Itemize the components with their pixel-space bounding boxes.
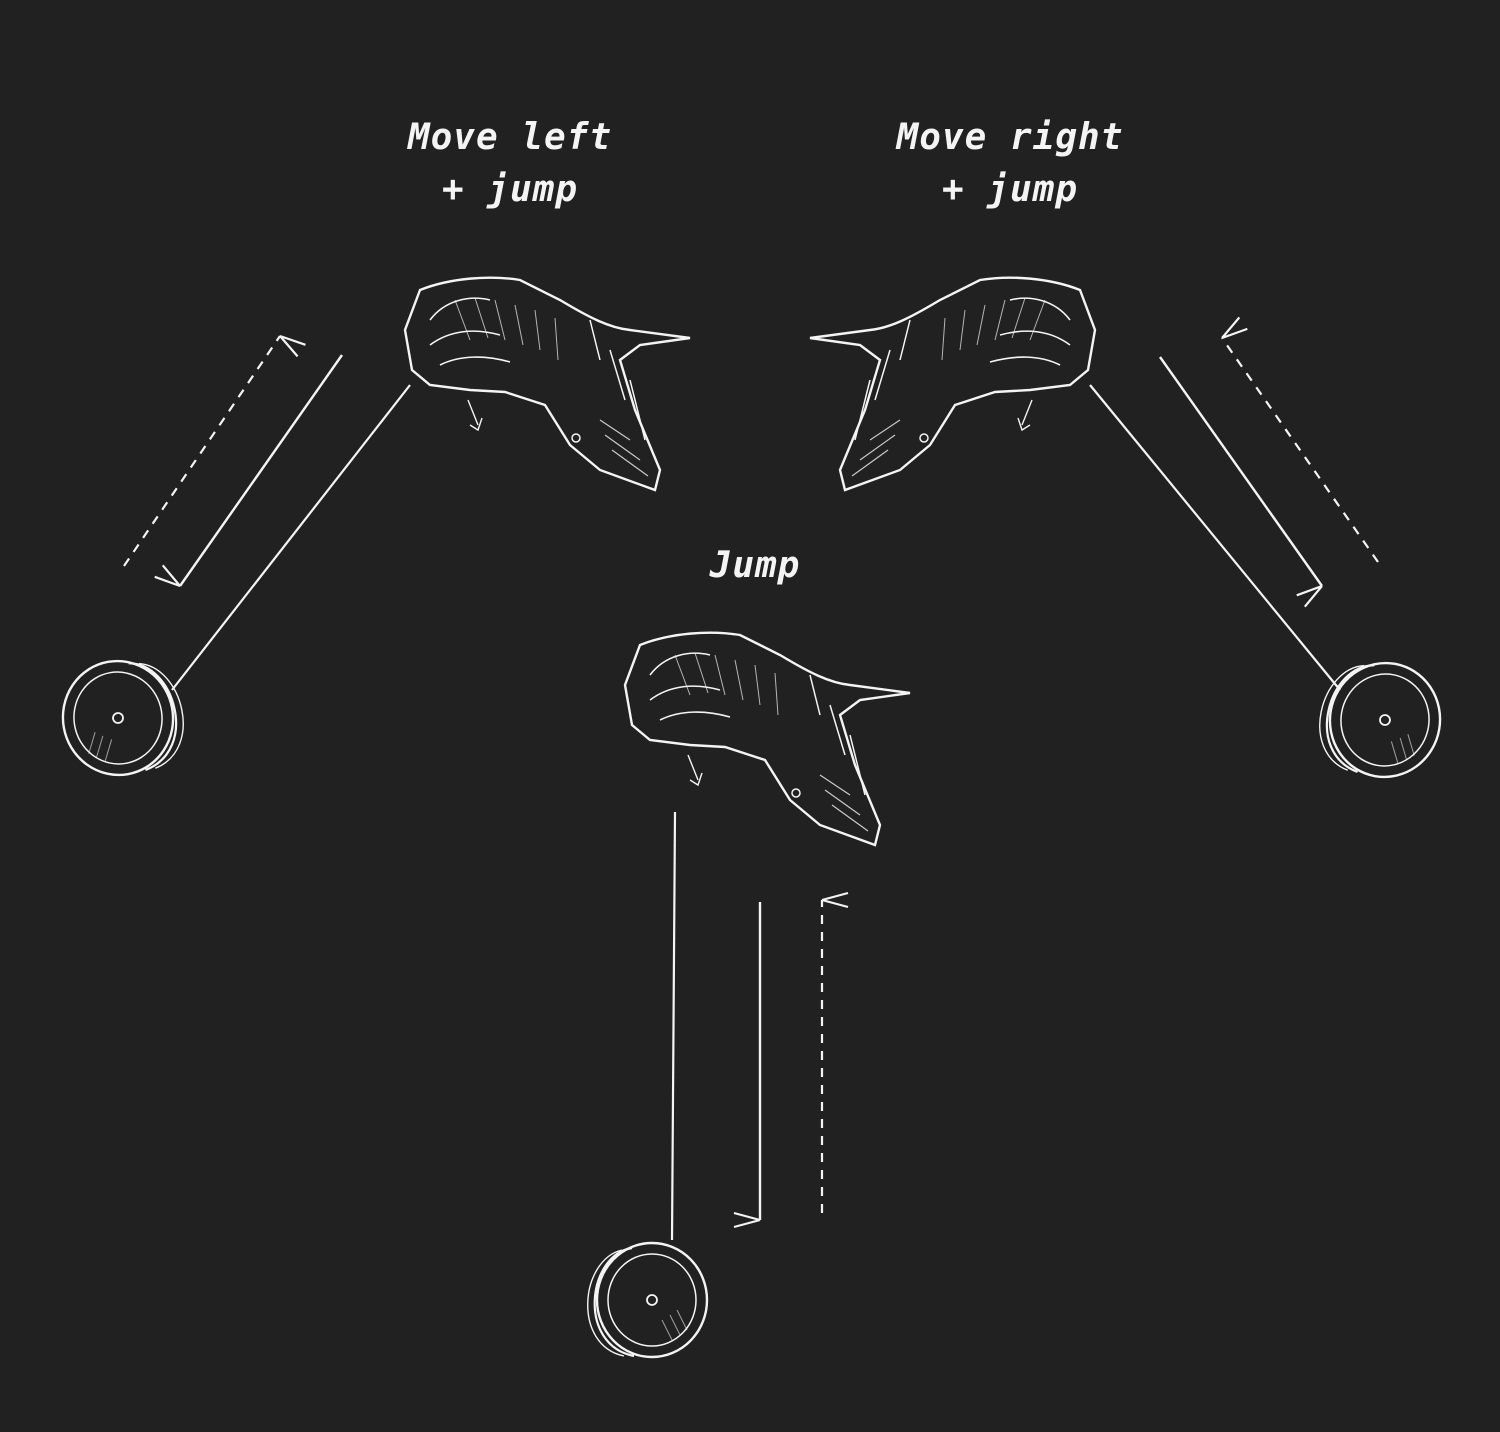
label-move-right-jump: Move right + jump [860, 112, 1160, 216]
string-center [672, 812, 675, 1240]
label-move-right-line2: + jump [860, 164, 1160, 216]
dashed-arrow-right-up [1222, 338, 1378, 562]
label-move-right-line1: Move right [860, 112, 1160, 164]
yoyo-center-icon [588, 1243, 707, 1357]
yoyo-right-icon [1312, 653, 1449, 786]
label-jump-text: Jump [650, 540, 860, 592]
yoyo-left-icon [54, 651, 191, 784]
string-left [172, 385, 410, 690]
solid-arrow-right-down [1160, 357, 1322, 586]
hand-right-icon [810, 278, 1095, 490]
label-move-left-jump: Move left + jump [370, 112, 650, 216]
label-jump: Jump [650, 540, 860, 592]
dashed-arrow-left-up [124, 336, 280, 566]
hand-left-icon [405, 278, 690, 490]
label-move-left-line2: + jump [370, 164, 650, 216]
label-move-left-line1: Move left [370, 112, 650, 164]
solid-arrow-left-down [180, 355, 342, 586]
hand-center-icon [625, 633, 910, 845]
string-right [1090, 385, 1340, 690]
